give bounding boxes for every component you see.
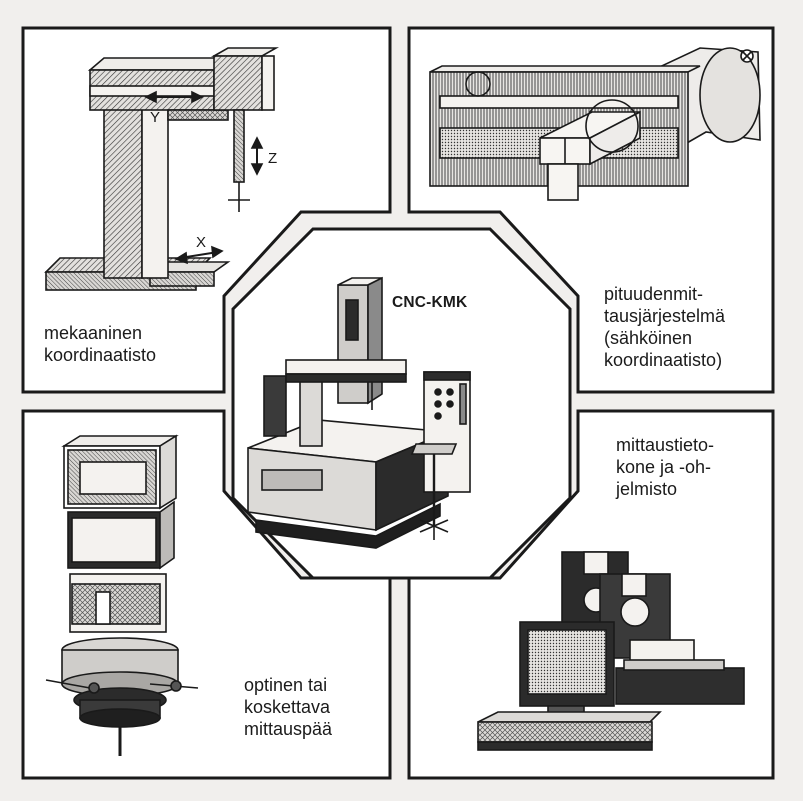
axis-y-label: Y (150, 109, 160, 126)
scale-illustration (429, 47, 761, 201)
probe-head-illustration (45, 434, 199, 756)
label-mechanical-coordinates: mekaaninen koordinaatisto (44, 323, 157, 365)
label-length-measuring-system: pituudenmit- tausjärjestelmä (sähköinen … (604, 284, 726, 370)
label-probe-head: optinen tai koskettava mittauspää (244, 675, 333, 739)
cmm-machine-illustration (247, 276, 471, 549)
gantry-illustration: Y Z X (44, 47, 280, 291)
axis-z-label: Z (268, 150, 277, 167)
axis-x-label: X (196, 234, 206, 251)
computer-illustration (477, 551, 745, 751)
center-title: CNC-KMK (392, 294, 468, 311)
label-computer-software: mittaustieto- kone ja -oh- jelmisto (616, 435, 715, 499)
